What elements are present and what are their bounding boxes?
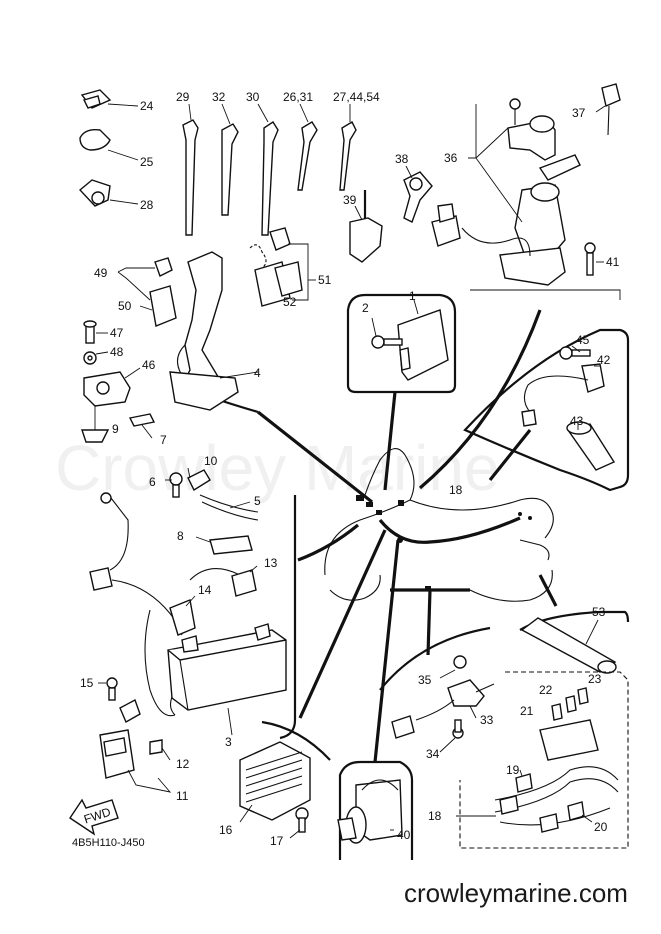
callout-46: 46 bbox=[142, 358, 156, 372]
callout-34: 34 bbox=[426, 747, 440, 761]
callout-53: 53 bbox=[592, 605, 606, 619]
connector-lines bbox=[257, 309, 558, 763]
sensor-assembly bbox=[521, 345, 616, 471]
callout-26-31: 26,31 bbox=[283, 90, 313, 104]
footer-site: crowleymarine.com bbox=[404, 878, 628, 908]
diode-assembly bbox=[391, 655, 495, 753]
callout-48: 48 bbox=[110, 345, 124, 359]
callout-50: 50 bbox=[118, 299, 132, 313]
callout-1: 1 bbox=[409, 289, 416, 303]
callout-17: 17 bbox=[270, 834, 284, 848]
callout-11: 11 bbox=[176, 789, 189, 803]
callout-29: 29 bbox=[176, 90, 190, 104]
callout-30: 30 bbox=[246, 90, 260, 104]
callout-43: 43 bbox=[570, 414, 584, 428]
ignition-switch-assembly bbox=[349, 83, 621, 300]
callout-4: 4 bbox=[254, 366, 261, 380]
callout-12: 12 bbox=[176, 757, 190, 771]
section-frames bbox=[189, 190, 630, 860]
callout-52: 52 bbox=[283, 295, 297, 309]
callout-3: 3 bbox=[225, 735, 232, 749]
callout-45: 45 bbox=[576, 333, 590, 347]
callout-28: 28 bbox=[140, 198, 154, 212]
callout-23: 23 bbox=[588, 672, 602, 686]
callout-40: 40 bbox=[397, 828, 411, 842]
callout-18-top: 18 bbox=[449, 483, 463, 497]
motorcycle-outline bbox=[324, 448, 554, 602]
clamp-24 bbox=[80, 89, 139, 109]
callout-42: 42 bbox=[597, 353, 611, 367]
callout-21: 21 bbox=[520, 704, 534, 718]
callout-38: 38 bbox=[395, 152, 409, 166]
callout-36: 36 bbox=[444, 151, 458, 165]
callout-39: 39 bbox=[343, 193, 357, 207]
mount-hardware bbox=[81, 320, 156, 443]
wire-harness-left bbox=[89, 467, 259, 717]
callout-25: 25 bbox=[140, 155, 154, 169]
callout-47: 47 bbox=[110, 326, 124, 340]
callout-35: 35 bbox=[418, 673, 432, 687]
callout-14: 14 bbox=[198, 583, 212, 597]
callout-6: 6 bbox=[149, 475, 156, 489]
callout-51: 51 bbox=[318, 273, 332, 287]
rectifier-regulator bbox=[239, 741, 311, 839]
sleeve-53 bbox=[520, 617, 617, 674]
clamp-25 bbox=[79, 128, 139, 161]
clamp-28 bbox=[78, 179, 139, 207]
ignitor-unit bbox=[371, 299, 449, 381]
fwd-arrow: FWD bbox=[69, 798, 119, 836]
relays-51-52 bbox=[249, 227, 316, 307]
callout-22: 22 bbox=[539, 683, 553, 697]
callout-5: 5 bbox=[254, 494, 261, 508]
diagram-code: 4B5H110-J450 bbox=[72, 837, 145, 849]
starter-component bbox=[337, 779, 403, 844]
callout-13: 13 bbox=[264, 556, 278, 570]
callout-19: 19 bbox=[506, 763, 520, 777]
fuse-holder bbox=[98, 677, 172, 793]
callout-labels: 1 2 3 4 5 6 7 8 9 10 11 12 13 14 15 16 1… bbox=[80, 90, 620, 848]
callout-8: 8 bbox=[177, 529, 184, 543]
callout-33: 33 bbox=[480, 713, 494, 727]
fuse-box-area bbox=[456, 671, 629, 849]
callout-49: 49 bbox=[94, 266, 108, 280]
callout-37: 37 bbox=[572, 106, 586, 120]
callout-20: 20 bbox=[594, 820, 608, 834]
watermark: Crowley Marine bbox=[55, 432, 500, 504]
callout-27-44-54: 27,44,54 bbox=[333, 90, 380, 104]
callout-15: 15 bbox=[80, 676, 94, 690]
callout-7: 7 bbox=[160, 433, 167, 447]
callout-41: 41 bbox=[606, 255, 620, 269]
callout-24: 24 bbox=[140, 99, 154, 113]
callout-9: 9 bbox=[112, 422, 119, 436]
relay-bracket-assembly bbox=[117, 251, 259, 411]
callout-10: 10 bbox=[204, 454, 218, 468]
callout-18-bottom: 18 bbox=[428, 809, 442, 823]
cable-ties bbox=[182, 103, 357, 236]
callout-32: 32 bbox=[212, 90, 226, 104]
battery bbox=[167, 623, 287, 736]
callout-16: 16 bbox=[219, 823, 233, 837]
callout-2: 2 bbox=[362, 301, 369, 315]
